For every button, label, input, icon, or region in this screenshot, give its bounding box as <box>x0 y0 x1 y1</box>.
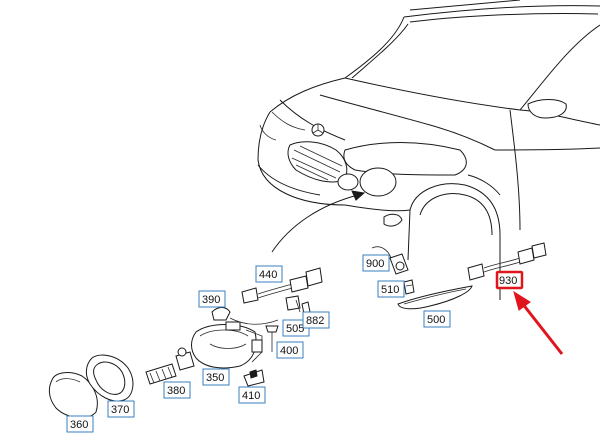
label-410-text: 410 <box>242 390 260 402</box>
car-outline <box>257 0 600 300</box>
label-900-text: 900 <box>366 258 384 270</box>
label-380-text: 380 <box>167 385 185 397</box>
label-410: 410 <box>238 386 266 404</box>
label-882-text: 882 <box>306 315 324 327</box>
label-360-text: 360 <box>70 419 88 431</box>
label-505-text: 505 <box>286 323 304 335</box>
part-380-bulb <box>145 347 195 385</box>
label-500: 500 <box>423 310 451 328</box>
part-505-connector <box>285 295 311 315</box>
label-350: 350 <box>202 368 230 386</box>
red-pointer-arrow <box>513 290 564 355</box>
part-900-socket <box>371 246 409 275</box>
location-arrow-head <box>351 190 366 201</box>
label-930-text: 930 <box>499 275 517 287</box>
label-360: 360 <box>66 415 94 433</box>
part-390-bracket <box>211 307 231 321</box>
part-510-bulb <box>403 279 415 295</box>
part-440-harness <box>229 267 323 325</box>
label-440: 440 <box>255 265 283 283</box>
part-360-cover <box>48 372 98 418</box>
part-500-side-marker <box>397 285 473 310</box>
label-510: 510 <box>377 280 405 298</box>
label-350-text: 350 <box>206 372 224 384</box>
label-370: 370 <box>107 400 135 418</box>
label-370-text: 370 <box>111 404 129 416</box>
label-500-text: 500 <box>427 314 445 326</box>
part-930-harness <box>467 242 547 281</box>
part-400-screw <box>265 325 279 352</box>
label-400: 400 <box>276 341 304 359</box>
label-440-text: 440 <box>259 269 277 281</box>
label-882: 882 <box>302 311 330 329</box>
part-370-bezel <box>85 354 134 402</box>
label-930-highlighted: 930 <box>495 270 524 290</box>
label-900: 900 <box>362 254 390 272</box>
label-380: 380 <box>163 381 191 399</box>
part-410-clip <box>243 369 265 387</box>
location-arrow <box>271 194 359 253</box>
label-390-text: 390 <box>202 294 220 306</box>
label-390: 390 <box>198 290 226 308</box>
label-400-text: 400 <box>280 345 298 357</box>
part-350-fog-lamp <box>191 321 263 369</box>
label-510-text: 510 <box>381 284 399 296</box>
